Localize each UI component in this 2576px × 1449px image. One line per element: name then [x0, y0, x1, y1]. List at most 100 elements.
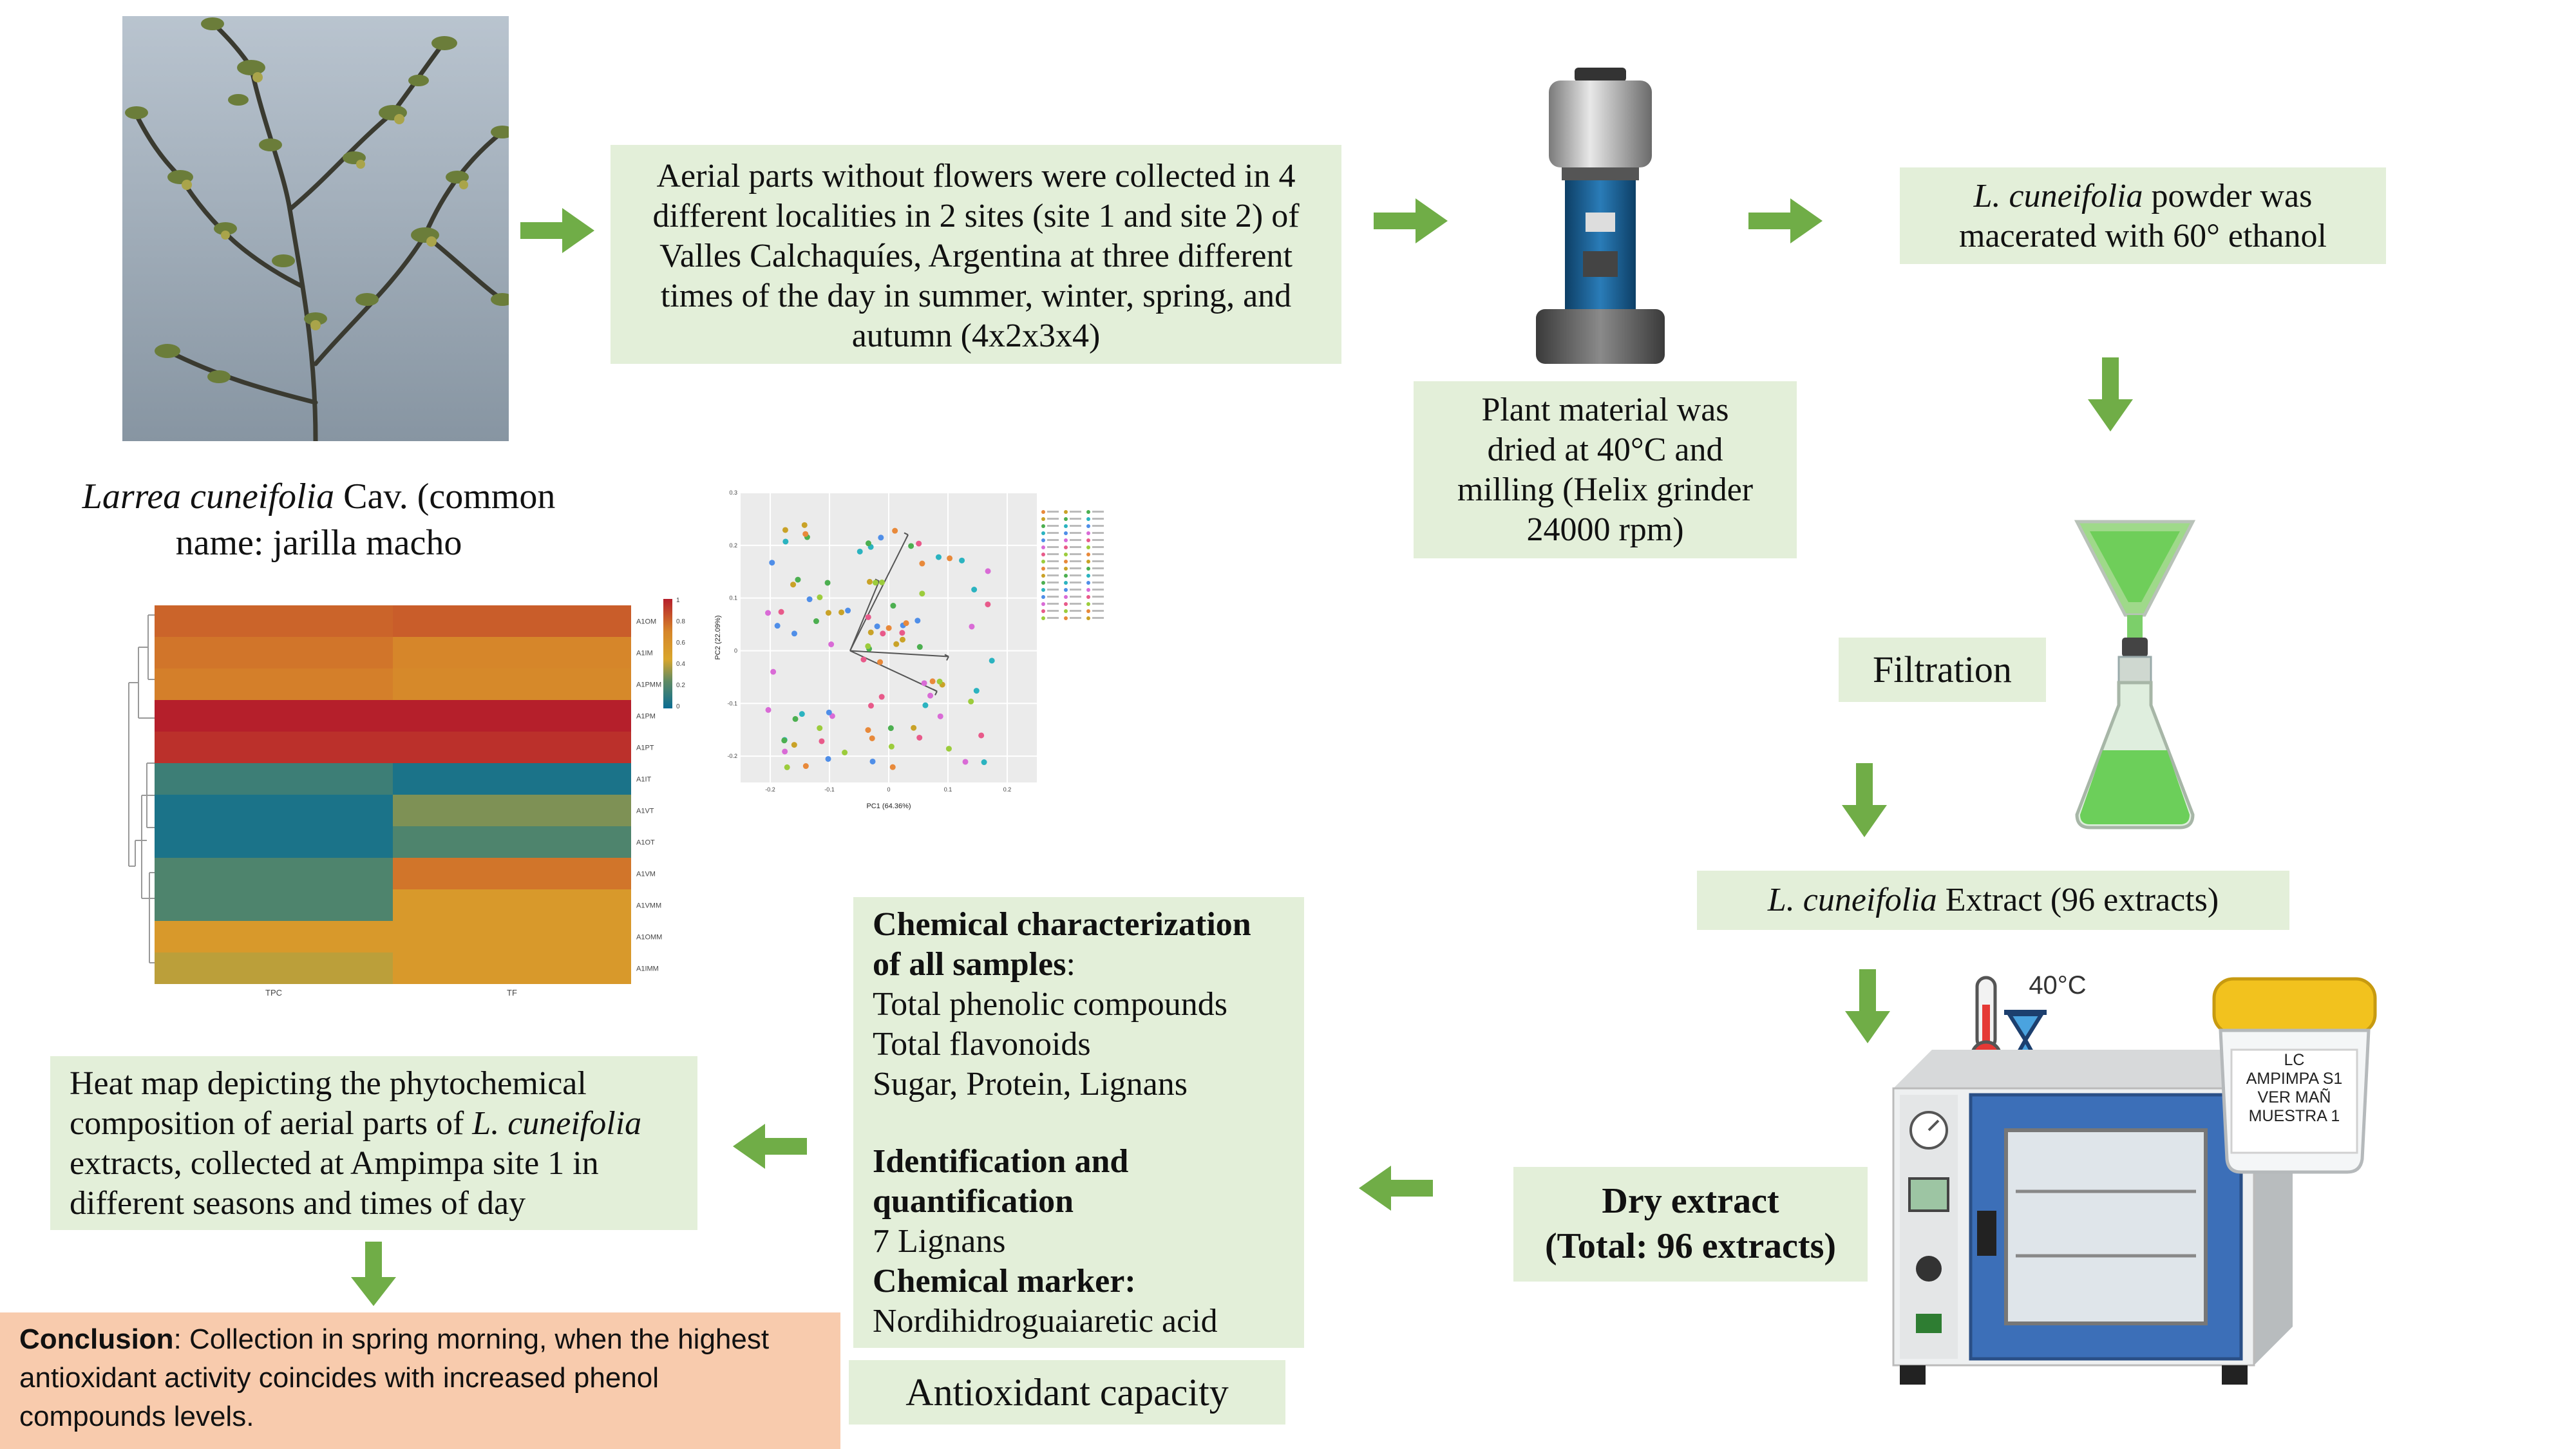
- pca-point: [857, 548, 863, 554]
- pca-point: [947, 555, 953, 562]
- pca-point: [927, 692, 934, 699]
- filtration-box: Filtration: [1839, 638, 2046, 702]
- pca-point: [916, 540, 922, 547]
- pca-legend-swatch: [1041, 531, 1045, 535]
- collection-line: different localities in 2 sites (site 1 …: [652, 198, 1300, 234]
- arrow-left-icon: [733, 1124, 807, 1169]
- pca-point: [878, 579, 885, 585]
- arrow-down-icon: [1842, 763, 1887, 837]
- jar-label: LC AMPIMPA S1 VER MAÑ MUESTRA 1: [2246, 1051, 2343, 1125]
- heatmap-cell: [155, 668, 393, 700]
- pca-point: [935, 554, 942, 560]
- pca-point: [802, 763, 809, 770]
- pca-point: [819, 738, 825, 744]
- pca-legend-swatch: [1064, 560, 1068, 564]
- arrow-right-icon: [1748, 198, 1823, 243]
- collection-box: Aerial parts without flowers were collec…: [611, 145, 1341, 364]
- pca-point: [916, 734, 923, 741]
- pca-y-tick: 0.2: [729, 542, 737, 549]
- pca-point: [893, 641, 900, 647]
- collection-line: times of the day in summer, winter, spri…: [660, 278, 1292, 314]
- pca-legend-swatch: [1041, 567, 1045, 571]
- pca-legend-swatch: [1041, 616, 1045, 620]
- heatmap-row-label: A1VMM: [636, 902, 661, 910]
- heatmap-col-label: TPC: [265, 988, 282, 998]
- heatmap-cell: [155, 921, 393, 952]
- pca-legend-swatch: [1064, 616, 1068, 620]
- pca-point: [825, 755, 831, 762]
- pca-point: [959, 557, 965, 564]
- pca-point: [985, 601, 991, 607]
- pca-legend-swatch: [1041, 510, 1045, 514]
- pca-legend-swatch: [1086, 531, 1090, 535]
- pca-legend-swatch: [1064, 545, 1068, 549]
- pca-point: [792, 715, 799, 722]
- pca-point: [860, 656, 867, 663]
- heatmap-cell: [393, 889, 631, 921]
- pca-point: [806, 596, 813, 603]
- pca-loading-arrow: [849, 650, 949, 658]
- pca-point: [985, 568, 991, 574]
- pca-point: [782, 748, 788, 755]
- pca-legend-swatch: [1086, 510, 1090, 514]
- heatmap-cell: [393, 795, 631, 826]
- heatmap-cell: [155, 763, 393, 795]
- pca-point: [868, 703, 875, 709]
- colorbar-tick: 0.4: [676, 661, 685, 668]
- heatmap-caption-box: Heat map depicting the phytochemical com…: [50, 1056, 697, 1230]
- pca-ylabel: PC2 (22.09%): [714, 615, 722, 659]
- heatmap-cell: [155, 605, 393, 637]
- pca-point: [892, 527, 898, 534]
- pca-point: [865, 540, 871, 547]
- collection-line: autumn (4x2x3x4): [851, 317, 1101, 354]
- pca-legend-swatch: [1064, 609, 1068, 613]
- arrow-down-icon: [2088, 357, 2133, 431]
- pca-x-tick: -0.1: [824, 786, 835, 793]
- pca-legend-swatch: [1064, 538, 1068, 542]
- pca-legend-swatch: [1041, 588, 1045, 592]
- heatmap-row-label: A1IT: [636, 776, 652, 784]
- pca-legend-swatch: [1064, 581, 1068, 585]
- pca-point: [908, 543, 914, 549]
- pca-point: [842, 750, 848, 756]
- heatmap-row-label: A1OT: [636, 839, 655, 847]
- heatmap-cell: [393, 637, 631, 668]
- oven-temperature-label: 40°C: [2029, 971, 2087, 999]
- heatmap-row-label: A1IMM: [636, 965, 659, 973]
- pca-point: [817, 594, 823, 600]
- heatmap-row-label: A1OMM: [636, 934, 662, 942]
- pca-x-tick: 0.1: [944, 786, 952, 793]
- heatmap-cell: [155, 637, 393, 668]
- heatmap-row-label: A1VM: [636, 871, 656, 878]
- heatmap-row-label: A1PM: [636, 713, 656, 721]
- antioxidant-box: Antioxidant capacity: [849, 1360, 1285, 1425]
- heatmap-cell: [393, 826, 631, 858]
- pca-point: [799, 711, 805, 717]
- pca-point: [865, 643, 871, 649]
- pca-legend-swatch: [1086, 595, 1090, 599]
- plant-name: Larrea cuneifolia Cav. (common name: jar…: [82, 477, 556, 563]
- dry-extract-box: Dry extract (Total: 96 extracts): [1513, 1167, 1868, 1282]
- pca-point: [973, 688, 980, 694]
- colorbar-tick: 1: [676, 597, 680, 604]
- pca-point: [869, 735, 875, 741]
- heatmap-row-label: A1PT: [636, 744, 654, 752]
- heatmap-cell: [393, 763, 631, 795]
- pca-x-tick: 0: [887, 786, 890, 793]
- pca-point: [971, 586, 978, 592]
- pca-point: [784, 764, 790, 770]
- plant-photo: [122, 16, 509, 441]
- conclusion-box: Conclusion: Collection in spring morning…: [0, 1312, 840, 1449]
- pca-legend-swatch: [1086, 574, 1090, 578]
- colorbar-tick: 0.6: [676, 639, 685, 647]
- pca-point: [824, 580, 831, 586]
- heatmap-row-label: A1OM: [636, 618, 656, 626]
- pca-point: [919, 560, 925, 567]
- chemical-item: Sugar, Protein, Lignans: [873, 1066, 1188, 1103]
- pca-legend-swatch: [1086, 609, 1090, 613]
- pca-legend-swatch: [1086, 545, 1090, 549]
- pca-loading-arrow: [849, 581, 880, 651]
- pca-point: [828, 641, 835, 648]
- heatmap-cell: [393, 732, 631, 763]
- pca-legend-swatch: [1086, 538, 1090, 542]
